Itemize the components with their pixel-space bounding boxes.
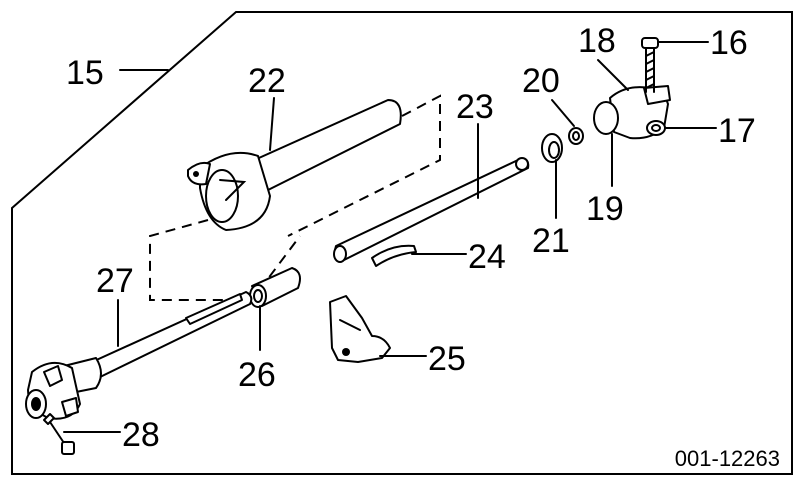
callout-25: 25 — [428, 340, 466, 378]
part-16-bolt — [641, 37, 659, 93]
part-28-screw — [43, 413, 75, 455]
figure-code: 001-12263 — [675, 446, 780, 471]
callout-24: 24 — [468, 238, 506, 276]
callout-17: 17 — [718, 112, 756, 150]
callout-19: 19 — [586, 190, 624, 228]
callout-26: 26 — [238, 356, 276, 394]
leader-22 — [269, 97, 275, 151]
part-17-ring-eye — [646, 120, 666, 136]
leader-20 — [551, 99, 575, 127]
part-26-bushing — [249, 267, 301, 308]
callout-27: 27 — [96, 262, 134, 300]
part-20-washer — [568, 127, 584, 145]
callout-18: 18 — [578, 22, 616, 60]
part-23-upper-shaft — [333, 157, 530, 263]
callout-15: 15 — [66, 54, 104, 92]
part-21-spring-ring — [541, 133, 563, 163]
part-27-lower-shaft — [25, 291, 253, 420]
phantom-outline-upper — [287, 94, 441, 237]
callout-20: 20 — [522, 62, 560, 100]
callout-28: 28 — [122, 416, 160, 454]
callout-21: 21 — [532, 222, 570, 260]
assembly-border — [11, 11, 793, 475]
leader-18 — [597, 59, 629, 91]
part-25-bracket — [329, 295, 391, 363]
part-24-strip — [371, 244, 417, 267]
part-22-jacket-tube — [187, 99, 402, 231]
callout-16: 16 — [710, 24, 748, 62]
callout-23: 23 — [456, 88, 494, 126]
callout-22: 22 — [248, 62, 286, 100]
phantom-outline-lower — [149, 219, 301, 301]
